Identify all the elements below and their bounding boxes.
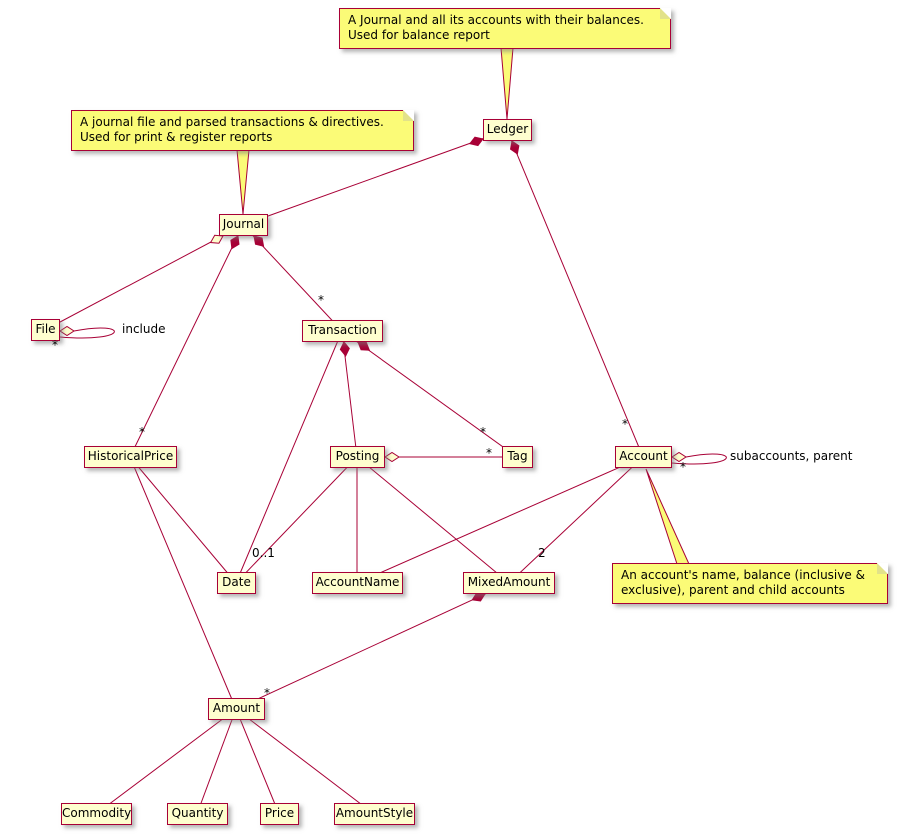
diamond-transaction-posting [339, 341, 350, 357]
label-multiplicity-file: * [52, 338, 58, 352]
diamond-journal-file [209, 234, 224, 244]
edge-journal-historicalprice [129, 224, 244, 458]
class-amountstyle: AmountStyle [334, 803, 415, 825]
label-multiplicity-account-self: * [680, 460, 686, 474]
class-transaction: Transaction [302, 320, 383, 342]
edge-transaction-date [235, 330, 343, 584]
class-ledger: Ledger [483, 119, 532, 141]
edge-mixedamount-amount [235, 582, 510, 710]
class-account: Account [615, 446, 672, 468]
class-historicalprice: HistoricalPrice [84, 446, 177, 468]
edge-amount-quantity [196, 708, 237, 815]
diamond-ledger-journal [468, 136, 484, 147]
edge-amount-commodity [95, 708, 237, 815]
edge-posting-date [235, 456, 358, 584]
connector-note-journal [236, 149, 250, 215]
edge-account-accountname [356, 456, 644, 584]
label-multiplicity-tag-from-posting: * [486, 446, 492, 460]
edge-account-mixedamount [508, 456, 644, 584]
class-commodity: Commodity [61, 803, 132, 825]
edge-historicalprice-amount [129, 456, 237, 710]
edge-ledger-account [506, 129, 644, 458]
diamond-journal-transaction [253, 235, 265, 247]
label-multiplicity-historicalprice: * [139, 425, 145, 439]
diamond-posting-tag [384, 451, 400, 463]
edge-amount-amountstyle [235, 708, 375, 815]
label-multiplicity-date: 0..1 [252, 546, 275, 560]
class-price: Price [260, 803, 299, 825]
class-amount: Amount [208, 698, 265, 720]
class-accountname: AccountName [312, 572, 403, 594]
edge-ledger-journal [242, 129, 508, 226]
edge-historicalprice-date [129, 456, 237, 584]
diamond-ledger-account [509, 140, 520, 155]
label-include: include [122, 322, 166, 336]
label-multiplicity-amount: * [264, 686, 270, 700]
diamond-file-self [59, 325, 75, 337]
class-journal: Journal [219, 214, 268, 236]
note-account: An account's name, balance (inclusive & … [612, 563, 888, 604]
label-multiplicity-transaction: * [318, 293, 324, 307]
edge-amount-price [235, 708, 280, 815]
note-journal: A journal file and parsed transactions &… [71, 110, 414, 151]
edge-transaction-tag [341, 330, 518, 458]
class-file: File [31, 319, 60, 341]
class-posting: Posting [330, 446, 385, 468]
edge-journal-file [44, 224, 244, 331]
label-multiplicity-tag-from-transaction: * [480, 425, 486, 439]
class-quantity: Quantity [167, 803, 228, 825]
diamond-account-self [671, 451, 687, 463]
label-multiplicity-account-from-ledger: * [622, 417, 628, 431]
class-date: Date [217, 572, 256, 594]
loop-file-include [59, 327, 115, 339]
loop-account-subaccounts [671, 453, 727, 465]
connector-note-account [645, 468, 690, 565]
class-mixedamount: MixedAmount [463, 572, 555, 594]
label-subaccounts-parent: subaccounts, parent [730, 449, 853, 463]
label-multiplicity-mixedamount: 2 [538, 546, 546, 560]
class-tag: Tag [502, 446, 533, 468]
note-ledger: A Journal and all its accounts with thei… [339, 8, 671, 49]
connector-note-ledger [500, 47, 514, 120]
edge-posting-mixedamount [356, 456, 510, 584]
diamond-journal-historicalprice [230, 235, 240, 250]
diamond-transaction-tag [357, 341, 371, 351]
